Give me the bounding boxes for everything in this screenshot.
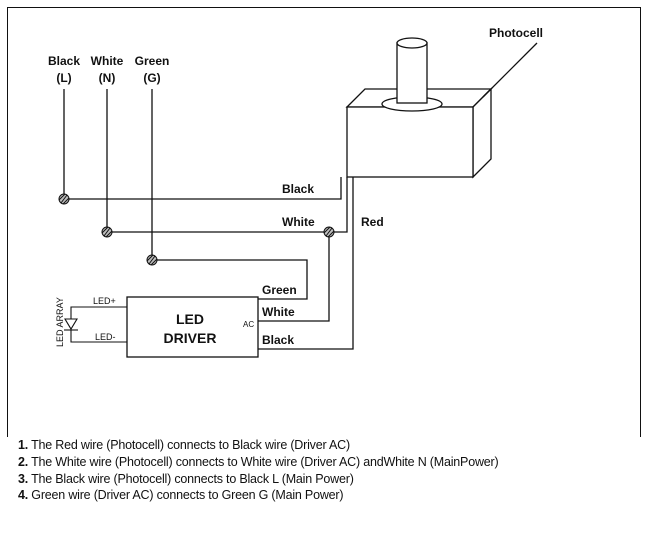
driver-white-wire [258,232,330,322]
note-1-number: 1. [18,438,29,452]
note-2-text: The White wire (Photocell) connects to W… [28,454,499,469]
led-plus-label: LED+ [93,296,116,306]
driver-black-label: Black [262,333,294,347]
led-driver-line2: DRIVER [164,330,217,346]
wire-nuts [58,193,335,266]
led-array-label: LED ARRAY [55,297,65,347]
note-3-number: 3. [18,471,29,486]
main-white-label: White [91,54,124,68]
photocell-white-label: White [282,215,315,229]
main-green-tag: (G) [143,71,160,85]
photocell-white-wire [107,177,348,233]
driver-ac-label: AC [243,320,254,329]
photocell-leader-line [482,42,538,98]
led-driver-line1: LED [176,311,204,327]
driver-green-wire [152,259,308,300]
note-3: 3. The Black wire (Photocell) connects t… [18,471,498,488]
note-4: 4. Green wire (Driver AC) connects to Gr… [18,487,498,504]
note-1: 1. The Red wire (Photocell) connects to … [18,437,498,454]
led-diode-symbol [64,318,78,331]
main-black-tag: (L) [56,71,71,85]
note-4-text: Green wire (Driver AC) connects to Green… [28,488,344,503]
wire-nut-black [58,193,70,205]
main-white-tag: (N) [99,71,116,85]
main-power-labels: Black (L) White (N) Green (G) [48,54,169,85]
wire-nut-white-junction [323,226,335,238]
photocell-cylinder-top [396,37,428,49]
wiring-diagram: Photocell Black (L) White (N) Green (G) [7,7,641,437]
driver-white-label: White [262,305,295,319]
diagram-frame: Photocell Black (L) White (N) Green (G) [7,7,641,537]
driver-green-label: Green [262,283,297,297]
wiring-notes: 1. The Red wire (Photocell) connects to … [18,437,499,504]
photocell-label: Photocell [489,26,543,40]
led-driver: LED DRIVER AC [126,296,259,358]
main-black-label: Black [48,54,80,68]
photocell-black-label: Black [282,182,314,196]
photocell-red-wire [258,177,354,350]
photocell-red-label: Red [361,215,384,229]
wires [63,89,354,350]
note-4-number: 4. [18,488,29,503]
note-2: 2. The White wire (Photocell) connects t… [18,454,499,471]
photocell-black-wire [64,177,342,200]
note-2-number: 2. [18,454,29,469]
photocell-unit [345,37,538,179]
note-3-text: The Black wire (Photocell) connects to B… [28,471,354,486]
photocell-box-front [346,106,474,178]
wire-nut-green [146,254,158,266]
led-minus-label: LED- [95,332,116,342]
photocell-cylinder [396,42,428,104]
note-1-text: The Red wire (Photocell) connects to Bla… [28,438,350,452]
led-array [64,306,127,343]
led-driver-box [126,296,259,358]
wire-nut-white-main [101,226,113,238]
main-green-label: Green [135,54,170,68]
